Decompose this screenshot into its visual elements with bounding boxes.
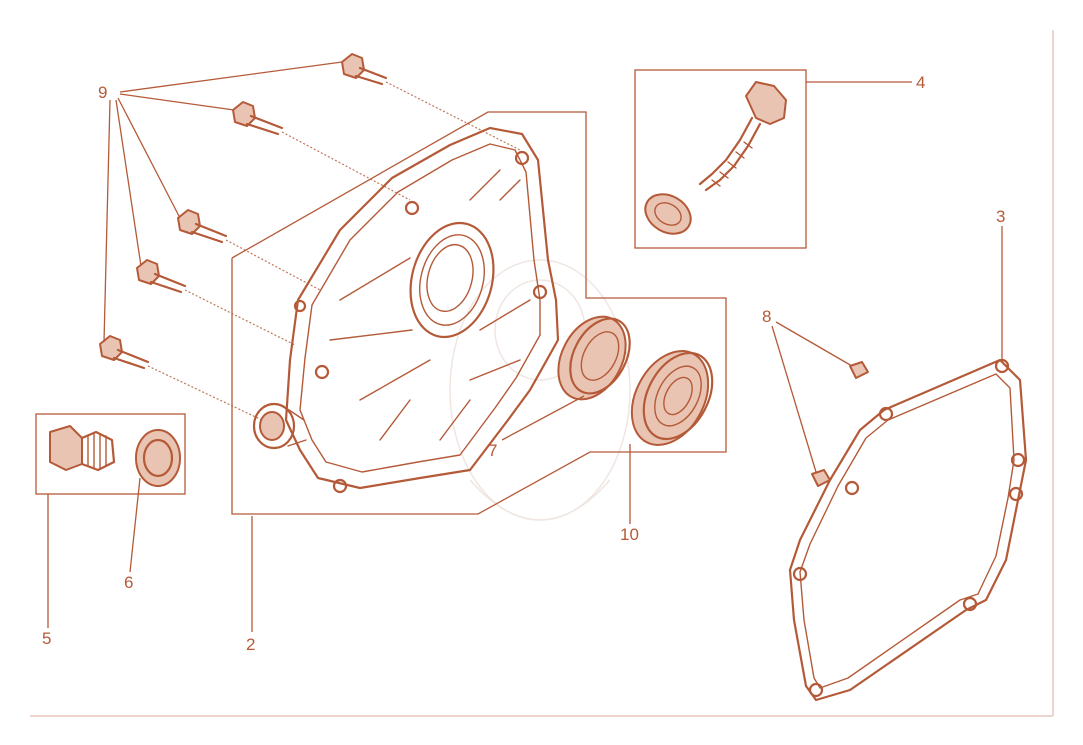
washer-part-6 bbox=[135, 429, 181, 487]
callout-10: 10 bbox=[620, 525, 639, 544]
callouts: 9 4 3 8 7 10 6 5 2 bbox=[42, 73, 1005, 654]
dowel-pin-upper bbox=[849, 361, 869, 379]
dipstick-part-4 bbox=[644, 81, 787, 235]
frame-part-4 bbox=[634, 69, 807, 249]
callout-7: 7 bbox=[488, 441, 497, 460]
callout-6: 6 bbox=[124, 573, 133, 592]
bolt-3 bbox=[177, 209, 321, 291]
bolt-5 bbox=[99, 335, 263, 421]
dowel-pins-part-8 bbox=[811, 361, 869, 487]
frame-part-2-group bbox=[231, 111, 727, 515]
gasket-part-3 bbox=[788, 358, 1028, 702]
bolt-1 bbox=[341, 53, 521, 151]
callout-8: 8 bbox=[762, 307, 771, 326]
frame-part-5-6 bbox=[35, 413, 186, 495]
bearing-part-10 bbox=[630, 350, 714, 446]
callout-4: 4 bbox=[916, 73, 925, 92]
bolt-4 bbox=[136, 259, 296, 346]
callout-3: 3 bbox=[996, 207, 1005, 226]
callout-5: 5 bbox=[42, 629, 51, 648]
crankcase-cover-part-2 bbox=[252, 126, 560, 494]
bolt-2 bbox=[232, 101, 411, 201]
oil-seal-part-7 bbox=[557, 315, 631, 401]
bolt-group-part-9 bbox=[99, 53, 521, 421]
leader-lines bbox=[47, 61, 1003, 632]
callout-9: 9 bbox=[98, 83, 107, 102]
drain-plug-part-5 bbox=[49, 425, 116, 472]
callout-2: 2 bbox=[246, 635, 255, 654]
